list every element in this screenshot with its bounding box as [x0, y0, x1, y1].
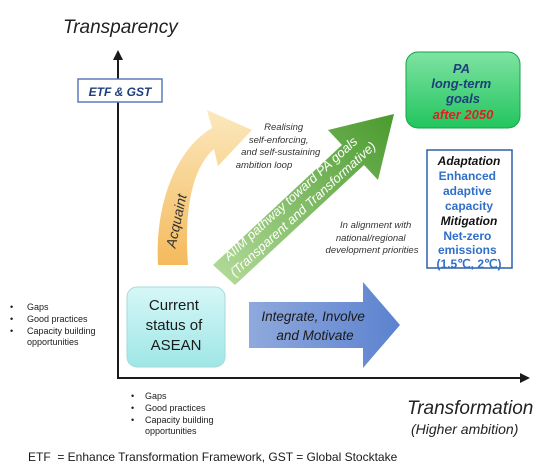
current-status-line-3: ASEAN: [151, 337, 202, 354]
adaptation-line-3: capacity: [445, 199, 493, 213]
bottom-bullet-dot: •: [131, 403, 134, 413]
bottom-bullet-dot: •: [131, 415, 134, 425]
etf-gst-label: ETF & GST: [89, 85, 153, 99]
current-status-line-1: Current: [149, 297, 200, 314]
bottom-bullet-dot: •: [131, 391, 134, 401]
left-bullet-dot: •: [10, 314, 13, 324]
footnote: ETF = Enhance Transformation Framework, …: [28, 450, 398, 464]
y-axis-label: Transparency: [63, 17, 179, 38]
mitigation-line-3: (1.5℃, 2℃): [437, 257, 502, 271]
left-bullet-dot: •: [10, 302, 13, 312]
left-bullet-4: opportunities: [27, 337, 79, 347]
left-bullet-2: Good practices: [27, 314, 88, 324]
left-bullet-1: Gaps: [27, 302, 49, 312]
current-status-line-2: status of: [146, 317, 204, 334]
mitigation-line-2: emissions: [438, 243, 497, 257]
alignment-line-2: national/regional: [336, 233, 407, 244]
adaptation-heading: Adaptation: [437, 154, 501, 168]
left-bullet-list: • Gaps • Good practices • Capacity build…: [10, 302, 96, 347]
mitigation-line-1: Net-zero: [443, 229, 491, 243]
mitigation-heading: Mitigation: [441, 214, 498, 228]
adaptation-line-1: Enhanced: [439, 169, 496, 183]
x-axis-sublabel: (Higher ambition): [411, 421, 518, 437]
adaptation-line-2: adaptive: [443, 184, 492, 198]
pa-goals-box: [405, 51, 521, 129]
realising-line-1: Realising: [264, 122, 304, 133]
aiim-pathway-arrow: [213, 114, 394, 285]
integrate-line-2: and Motivate: [276, 328, 353, 343]
pa-goals-line-1: PA: [453, 61, 470, 76]
bottom-bullet-list: • Gaps • Good practices • Capacity build…: [131, 391, 214, 436]
outcomes-box: [426, 149, 513, 269]
pa-goals-line-2: long-term: [431, 76, 491, 91]
acquaint-arrow: [157, 110, 252, 265]
alignment-note: In alignment with national/regional deve…: [326, 220, 419, 256]
integrate-arrow: [249, 282, 400, 368]
bottom-bullet-2: Good practices: [145, 403, 206, 413]
integrate-line-1: Integrate, Involve: [261, 309, 365, 324]
pa-goals-label: PA long-term goals: [431, 61, 495, 106]
adaptation-text: Enhanced adaptive capacity: [439, 169, 500, 213]
integrate-label: Integrate, Involve and Motivate: [261, 309, 368, 343]
left-bullet-dot: •: [10, 326, 13, 336]
realising-line-3: and self-sustaining: [241, 147, 321, 158]
etf-gst-box: [77, 78, 163, 103]
bottom-bullet-3: Capacity building: [145, 415, 214, 425]
current-status-label: Current status of ASEAN: [146, 297, 207, 354]
bottom-bullet-4: opportunities: [145, 426, 197, 436]
realising-line-4: ambition loop: [236, 160, 293, 171]
pa-goals-highlight: after 2050: [433, 107, 494, 122]
alignment-line-3: development priorities: [326, 245, 419, 256]
alignment-line-1: In alignment with: [340, 220, 411, 231]
x-axis-label: Transformation: [407, 398, 533, 419]
current-status-box: [126, 286, 226, 368]
left-bullet-3: Capacity building: [27, 326, 96, 336]
realising-note: Realising self-enforcing, and self-susta…: [236, 122, 323, 171]
realising-line-2: self-enforcing,: [249, 135, 309, 146]
bottom-bullet-1: Gaps: [145, 391, 167, 401]
pa-goals-line-3: goals: [445, 91, 480, 106]
mitigation-text: Net-zero emissions (1.5℃, 2℃): [437, 229, 502, 271]
